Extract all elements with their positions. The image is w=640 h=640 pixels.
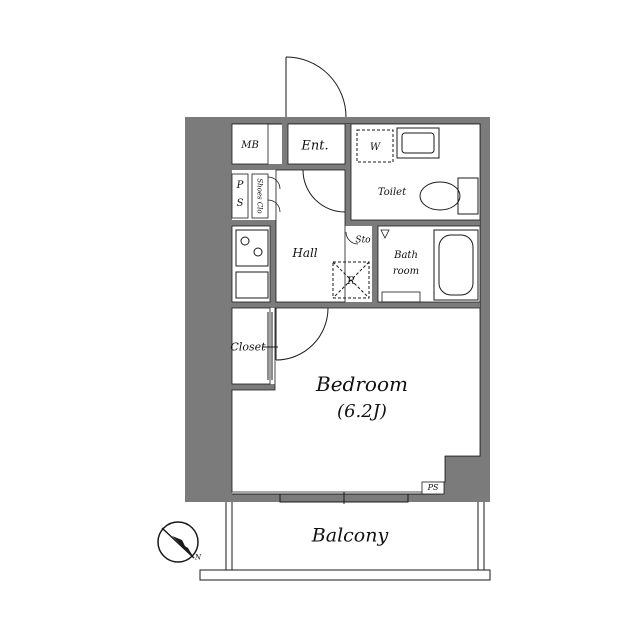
balcony-window[interactable] bbox=[279, 492, 409, 504]
ps-box bbox=[421, 481, 445, 495]
balcony bbox=[199, 502, 491, 581]
label-bedroom-size: (6.2J) bbox=[337, 401, 387, 422]
label-storage: Sto bbox=[355, 235, 371, 246]
wall-top-left bbox=[185, 117, 228, 172]
partition-walls bbox=[228, 117, 480, 502]
bathroom bbox=[377, 225, 481, 303]
label-closet: Closet bbox=[230, 340, 266, 354]
entrance bbox=[287, 123, 346, 165]
fridge-space bbox=[332, 261, 370, 299]
label-north: N bbox=[194, 553, 202, 562]
wall-bottom-left bbox=[185, 456, 230, 502]
sink bbox=[396, 127, 440, 159]
label-bedroom: Bedroom bbox=[316, 372, 408, 396]
label-ps-p: P bbox=[236, 180, 244, 191]
shoes-closet bbox=[251, 173, 269, 219]
label-washer: W bbox=[369, 142, 381, 153]
storage-door bbox=[345, 231, 359, 245]
stove bbox=[235, 229, 269, 299]
label-balcony: Balcony bbox=[311, 524, 389, 547]
mb-room bbox=[231, 123, 269, 165]
hall bbox=[275, 169, 346, 303]
toilet-room bbox=[350, 123, 481, 221]
closet bbox=[231, 307, 271, 385]
entrance-door[interactable] bbox=[285, 56, 347, 213]
label-toilet: Toilet bbox=[377, 187, 407, 198]
washer-space bbox=[356, 129, 394, 163]
label-ps: PS bbox=[427, 483, 439, 492]
label-bath: Bath bbox=[394, 250, 418, 261]
bathtub bbox=[433, 229, 479, 301]
label-hall: Hall bbox=[292, 246, 318, 260]
room-floors bbox=[231, 123, 481, 493]
label-entrance: Ent. bbox=[301, 138, 329, 154]
bedroom bbox=[231, 307, 481, 493]
bath-step bbox=[381, 291, 421, 303]
label-fridge: R bbox=[347, 276, 355, 287]
label-mb: MB bbox=[241, 140, 259, 151]
bedroom-door[interactable] bbox=[275, 307, 329, 361]
kitchen-area bbox=[231, 225, 271, 303]
shoes-closet-door bbox=[267, 176, 281, 213]
closet-door bbox=[262, 312, 278, 380]
toilet-fixture bbox=[419, 177, 479, 215]
label-ps-s: S bbox=[236, 198, 244, 209]
compass-icon bbox=[157, 521, 199, 563]
ps-shaft bbox=[231, 173, 249, 219]
label-shoes-closet: Shoes Clo bbox=[255, 178, 264, 214]
bath-door-marker bbox=[380, 229, 390, 239]
label-room: room bbox=[392, 266, 420, 277]
